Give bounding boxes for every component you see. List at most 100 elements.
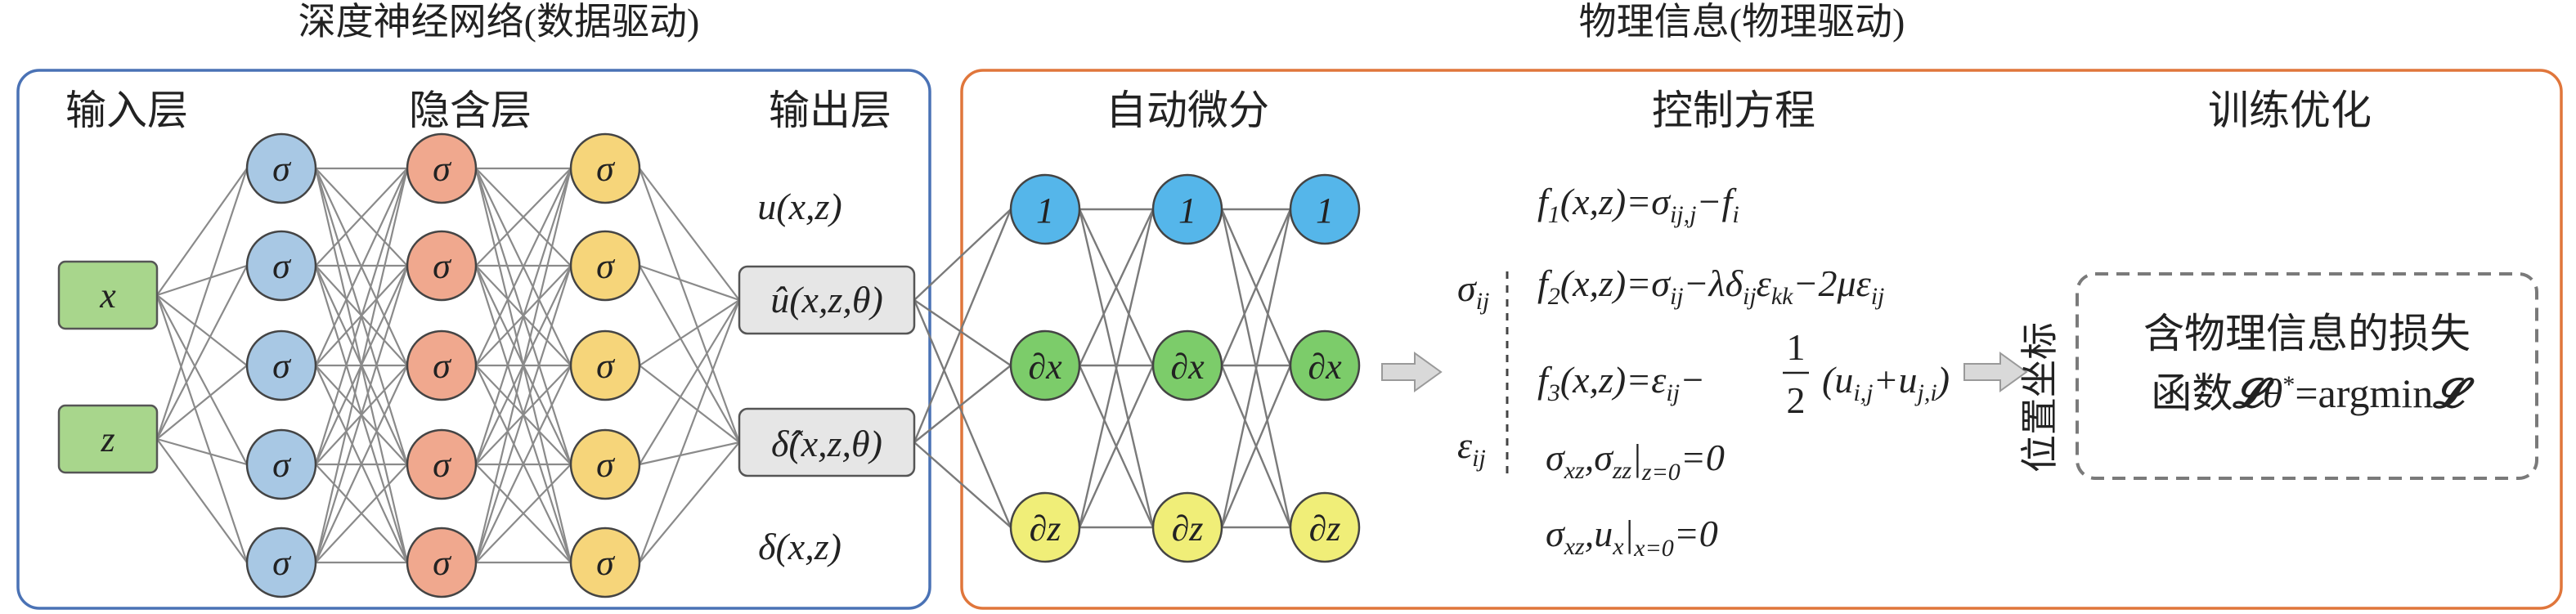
autodiff-node: ∂x <box>1009 329 1081 401</box>
hidden-neuron: σ <box>569 527 641 598</box>
hidden-neuron: σ <box>245 132 317 204</box>
edge <box>315 365 408 563</box>
output-delta-hat-label: δ̂(x,z,θ) <box>771 423 882 464</box>
nn-panel-border <box>16 69 931 610</box>
input-node-z: z <box>57 404 159 474</box>
sigma-ij-label: σij <box>1457 267 1489 315</box>
edge <box>156 438 248 563</box>
edge <box>315 464 408 563</box>
hidden-neuron: σ <box>406 230 478 302</box>
svg-text:σ: σ <box>272 543 292 583</box>
svg-text:σ: σ <box>596 445 616 485</box>
edge <box>156 264 248 297</box>
hidden-neuron: σ <box>406 329 478 401</box>
arrow-to-equations <box>1381 352 1443 392</box>
edge <box>913 208 1012 301</box>
edge <box>156 365 248 440</box>
svg-text:σ: σ <box>433 445 452 485</box>
hidden-neuron: σ <box>245 230 317 302</box>
edge <box>155 168 249 440</box>
autodiff-label: 自动微分 <box>1106 87 1269 133</box>
autodiff-nodes: 1 ∂x ∂z 1 ∂x ∂z 1 ∂x ∂z <box>1009 173 1361 563</box>
edge <box>638 168 741 443</box>
svg-text:∂z: ∂z <box>1309 509 1341 549</box>
position-coords-label: 位置坐标 <box>2019 322 2061 473</box>
edge <box>638 299 741 563</box>
svg-text:σ: σ <box>596 149 616 189</box>
edge <box>314 265 409 563</box>
hidden-neuron: σ <box>245 527 317 598</box>
hidden-neuron: σ <box>406 527 478 598</box>
input-node-z-label: z <box>100 419 114 459</box>
edge <box>156 294 248 366</box>
input-node-x-label: x <box>99 276 116 316</box>
svg-text:σ: σ <box>272 149 292 189</box>
autodiff-node: ∂z <box>1009 491 1081 563</box>
svg-text:σ: σ <box>596 246 616 286</box>
governing-equations-label: 控制方程 <box>1652 87 1815 133</box>
svg-text:σ: σ <box>272 246 292 286</box>
svg-text:∂z: ∂z <box>1172 509 1204 549</box>
svg-text:σ: σ <box>433 246 452 286</box>
hidden-neuron: σ <box>245 329 317 401</box>
loss-line-2: 函数𝓛θ*=argmin𝓛 <box>2151 370 2475 416</box>
svg-text:1: 1 <box>1787 326 1806 368</box>
output-node-u-hat: û(x,z,θ) <box>738 265 916 335</box>
boundary-condition-x0: σxz,ux|x=0=0 <box>1546 513 1718 562</box>
edge <box>639 299 740 366</box>
training-optimization-label: 训练优化 <box>2208 87 2372 133</box>
edge <box>1220 208 1292 528</box>
edge <box>475 168 572 366</box>
edge <box>913 299 1012 366</box>
svg-text:σ: σ <box>596 346 616 386</box>
svg-text:1: 1 <box>1178 190 1196 231</box>
nn-edges <box>155 167 741 564</box>
autodiff-node: ∂z <box>1151 491 1223 563</box>
edge <box>1220 208 1292 366</box>
hidden-neuron: σ <box>245 428 317 500</box>
svg-text:1: 1 <box>1316 190 1334 231</box>
autodiff-node: 1 <box>1009 173 1081 245</box>
svg-text:2: 2 <box>1787 379 1806 421</box>
loss-function-box <box>2076 272 2538 480</box>
equation-f3-left: f3(x,z)=εij− <box>1537 359 1705 406</box>
svg-text:∂x: ∂x <box>1308 347 1342 387</box>
output-delta-label: δ(x,z) <box>758 526 841 567</box>
autodiff-node: ∂x <box>1151 329 1223 401</box>
edge <box>475 365 572 563</box>
svg-text:σ: σ <box>596 543 616 583</box>
autodiff-node: 1 <box>1289 173 1361 245</box>
hidden-layer-label: 隐含层 <box>409 87 532 133</box>
edge <box>639 441 740 466</box>
equation-f2: f2(x,z)=σij−λδijεkk−2μεij <box>1537 262 1884 310</box>
svg-text:∂x: ∂x <box>1028 347 1062 387</box>
output-node-delta-hat: δ̂(x,z,θ) <box>738 407 916 477</box>
hidden-neuron: σ <box>406 428 478 500</box>
edge <box>314 168 409 563</box>
boundary-condition-z0: σxz,σzz|z=0=0 <box>1546 437 1725 486</box>
edge <box>1078 365 1155 528</box>
arrow-to-loss <box>1963 352 2028 392</box>
edge <box>475 464 572 563</box>
edge <box>639 441 740 563</box>
edge <box>314 168 409 465</box>
loss-line-1: 含物理信息的损失 <box>2143 311 2471 356</box>
hidden-neuron: σ <box>569 428 641 500</box>
edge <box>639 365 740 443</box>
edge <box>155 294 249 563</box>
edge <box>475 168 572 267</box>
edge <box>156 265 248 440</box>
autodiff-node: ∂x <box>1289 329 1361 401</box>
edge <box>474 265 572 563</box>
autodiff-node: 1 <box>1151 173 1223 245</box>
edge <box>913 365 1012 443</box>
edge <box>639 168 740 301</box>
edge <box>1220 365 1292 528</box>
edge <box>913 208 1012 443</box>
output-layer-label: 输出层 <box>769 87 891 133</box>
svg-text:σ: σ <box>272 445 292 485</box>
hidden-neuron: σ <box>569 329 641 401</box>
hidden-neuron: σ <box>569 230 641 302</box>
edge <box>913 441 1012 528</box>
